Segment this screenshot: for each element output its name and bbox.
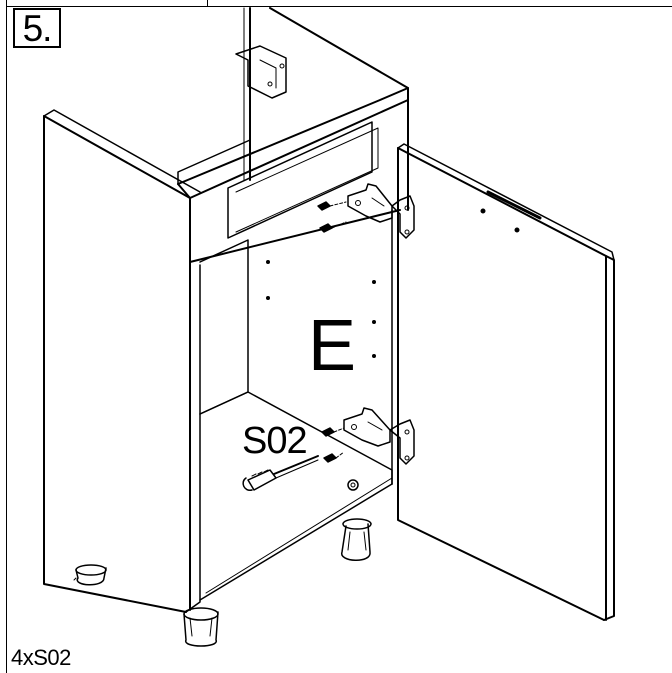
screw-code-label: S02	[242, 420, 307, 462]
bottom-shelf	[199, 391, 393, 601]
front-left-leg	[183, 607, 219, 647]
step-number-box: 5.	[13, 8, 61, 48]
step-number: 5.	[22, 7, 53, 49]
screws	[317, 201, 347, 463]
top-back-hinge	[235, 45, 287, 99]
back-left-leg	[73, 564, 107, 586]
door-panel	[397, 143, 615, 621]
screwdriver-icon	[242, 455, 319, 491]
frame-top-border	[6, 6, 672, 7]
upper-hinge	[347, 183, 415, 239]
parts-quantity-label: 4xS02	[11, 645, 71, 670]
front-right-leg	[341, 518, 372, 561]
left-side-panel	[43, 109, 201, 613]
frame-left-border	[6, 0, 7, 673]
inner-partition	[177, 139, 251, 415]
top-rail	[177, 87, 409, 263]
back-panel	[249, 7, 409, 181]
lower-hinge	[343, 407, 415, 465]
shelf-pin-holes	[266, 260, 376, 358]
frame-tick	[207, 0, 208, 6]
panel-letter-label: E	[308, 306, 356, 386]
